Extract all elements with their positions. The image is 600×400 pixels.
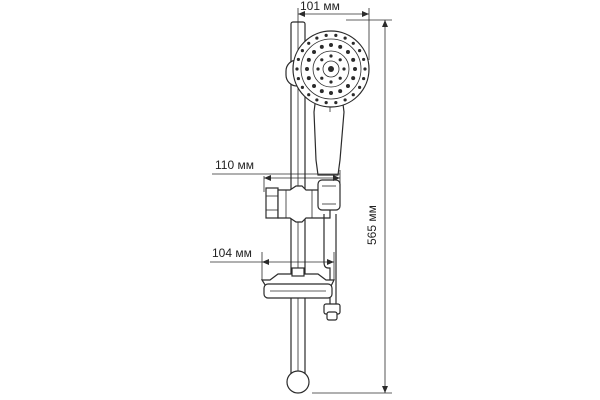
nozzle (296, 57, 300, 62)
nozzle (315, 98, 319, 102)
spray-nozzles (295, 33, 367, 105)
nozzle (338, 44, 343, 49)
nozzle (312, 83, 317, 88)
nozzle-center (328, 66, 334, 72)
nozzle (329, 43, 333, 47)
nozzle (306, 76, 311, 81)
nozzle (363, 67, 367, 71)
nozzle (358, 85, 362, 89)
nozzle (338, 89, 343, 94)
nozzle (358, 49, 362, 53)
nozzle (307, 93, 311, 97)
shelf-width-label: 104 мм (212, 246, 252, 260)
dimension-top-width: 101 мм (297, 0, 370, 60)
nozzle (319, 44, 324, 49)
nozzle (300, 49, 304, 53)
nozzle (351, 57, 356, 62)
holder-width-label: 110 мм (215, 158, 254, 172)
dimension-shelf-width: 104 мм (210, 246, 335, 280)
nozzle (362, 57, 366, 62)
nozzle (312, 50, 317, 55)
nozzle (305, 67, 309, 71)
nozzle (324, 33, 328, 37)
shower-hose (323, 214, 341, 321)
dimension-total-height: 565 мм (312, 19, 392, 394)
nozzle (320, 76, 324, 80)
nozzle (342, 67, 346, 71)
nozzle (334, 33, 338, 37)
top-width-label: 101 мм (300, 0, 340, 13)
total-height-label: 565 мм (365, 205, 379, 245)
nozzle (296, 76, 300, 81)
hand-shower (292, 30, 370, 176)
nozzle (351, 41, 355, 45)
nozzle (343, 36, 347, 40)
nozzle (295, 67, 299, 71)
nozzle (329, 54, 333, 58)
nozzle (329, 91, 333, 95)
slider-holder (265, 179, 341, 223)
nozzle (345, 83, 350, 88)
nozzle (320, 58, 324, 62)
nozzle (334, 101, 338, 105)
dimension-holder-width: 110 мм (212, 158, 341, 192)
nozzle (353, 67, 357, 71)
nozzle (316, 67, 320, 71)
nozzle (315, 36, 319, 40)
nozzle (338, 58, 342, 62)
nozzle (324, 101, 328, 105)
nozzle (306, 57, 311, 62)
soap-shelf (260, 267, 335, 299)
nozzle (351, 93, 355, 97)
nozzle (307, 41, 311, 45)
nozzle (343, 98, 347, 102)
nozzle (345, 50, 350, 55)
nozzle (362, 76, 366, 81)
nozzle (319, 89, 324, 94)
nozzle (329, 80, 333, 84)
nozzle (351, 76, 356, 81)
bottom-wall-bracket (286, 370, 310, 394)
nozzle (300, 85, 304, 89)
nozzle (338, 76, 342, 80)
